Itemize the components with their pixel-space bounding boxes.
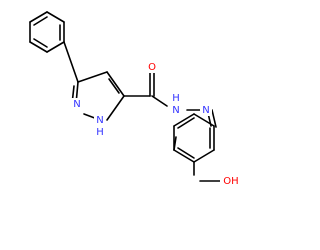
carbonyl-o-label: O [146, 61, 158, 73]
bond [193, 113, 215, 127]
bond [106, 71, 125, 97]
molecule-structure: N N H O N H N OH [29, 11, 242, 187]
oxygen-atom: O [148, 62, 156, 73]
double-bond-inner [33, 16, 48, 26]
hydroxyphenyl-ring [173, 113, 215, 163]
hydroxyl-group: OH [223, 176, 238, 187]
hydrazide-nh-label: N H [170, 92, 182, 116]
bond [46, 11, 65, 23]
hydrogen-atom: H [96, 127, 104, 138]
bond [193, 149, 215, 163]
bond [151, 95, 168, 107]
phenyl-ring [29, 11, 65, 53]
bond [173, 113, 195, 127]
phenol-oh-label: OH [220, 175, 242, 187]
hydrogen-atom: H [172, 93, 180, 104]
bond [29, 41, 48, 53]
bond [29, 11, 48, 23]
double-bond-inner [108, 78, 120, 94]
double-bond-inner [177, 147, 195, 159]
pyrazole-n-label: N [71, 98, 83, 110]
bond [173, 149, 195, 163]
nitrogen-atom: N [96, 115, 103, 126]
bond [77, 71, 108, 83]
bond [63, 41, 79, 83]
pyrazole-nh-label: N H [94, 114, 106, 138]
double-bond-inner [177, 117, 195, 129]
pyrazole-ring [71, 71, 125, 121]
bond [211, 109, 217, 128]
bond [46, 41, 65, 53]
nitrogen-atom: N [202, 105, 209, 116]
nitrogen-atom: N [172, 105, 179, 116]
imine-n-label: N [200, 104, 212, 116]
double-bond-inner [33, 38, 48, 48]
nitrogen-atom: N [73, 99, 80, 110]
bond [106, 95, 125, 121]
